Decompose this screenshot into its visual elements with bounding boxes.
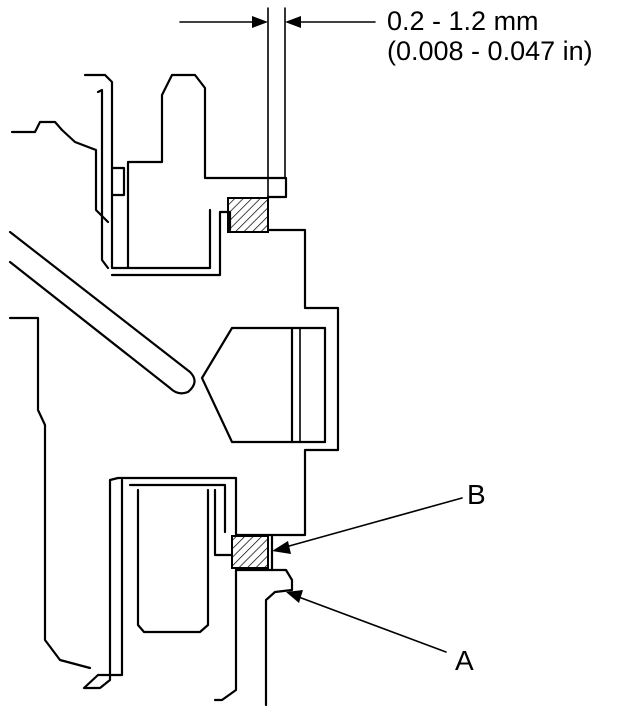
left-wall (8, 316, 92, 670)
part-a (264, 533, 294, 707)
lower-housing (82, 476, 274, 702)
callout-a-label: A (455, 645, 474, 676)
upper-hatched-block (227, 197, 269, 233)
callout-b-label: B (467, 479, 486, 510)
leader-b-arrowhead (272, 541, 291, 554)
leader-lines (272, 497, 463, 653)
diagonal-rod (8, 230, 196, 395)
shaft-profile (200, 228, 340, 537)
leader-b (281, 497, 463, 549)
clearance-metric-label: 0.2 - 1.2 mm (387, 6, 539, 36)
leader-a (295, 595, 447, 653)
arrowhead-left (252, 16, 268, 28)
leader-a-arrowhead (286, 590, 303, 603)
arrowhead-right (285, 16, 301, 28)
upper-housing (10, 73, 288, 277)
lower-hatched-block (231, 535, 269, 569)
clearance-imperial-label: (0.008 - 0.047 in) (387, 36, 593, 66)
clearance-dimension (179, 7, 376, 231)
